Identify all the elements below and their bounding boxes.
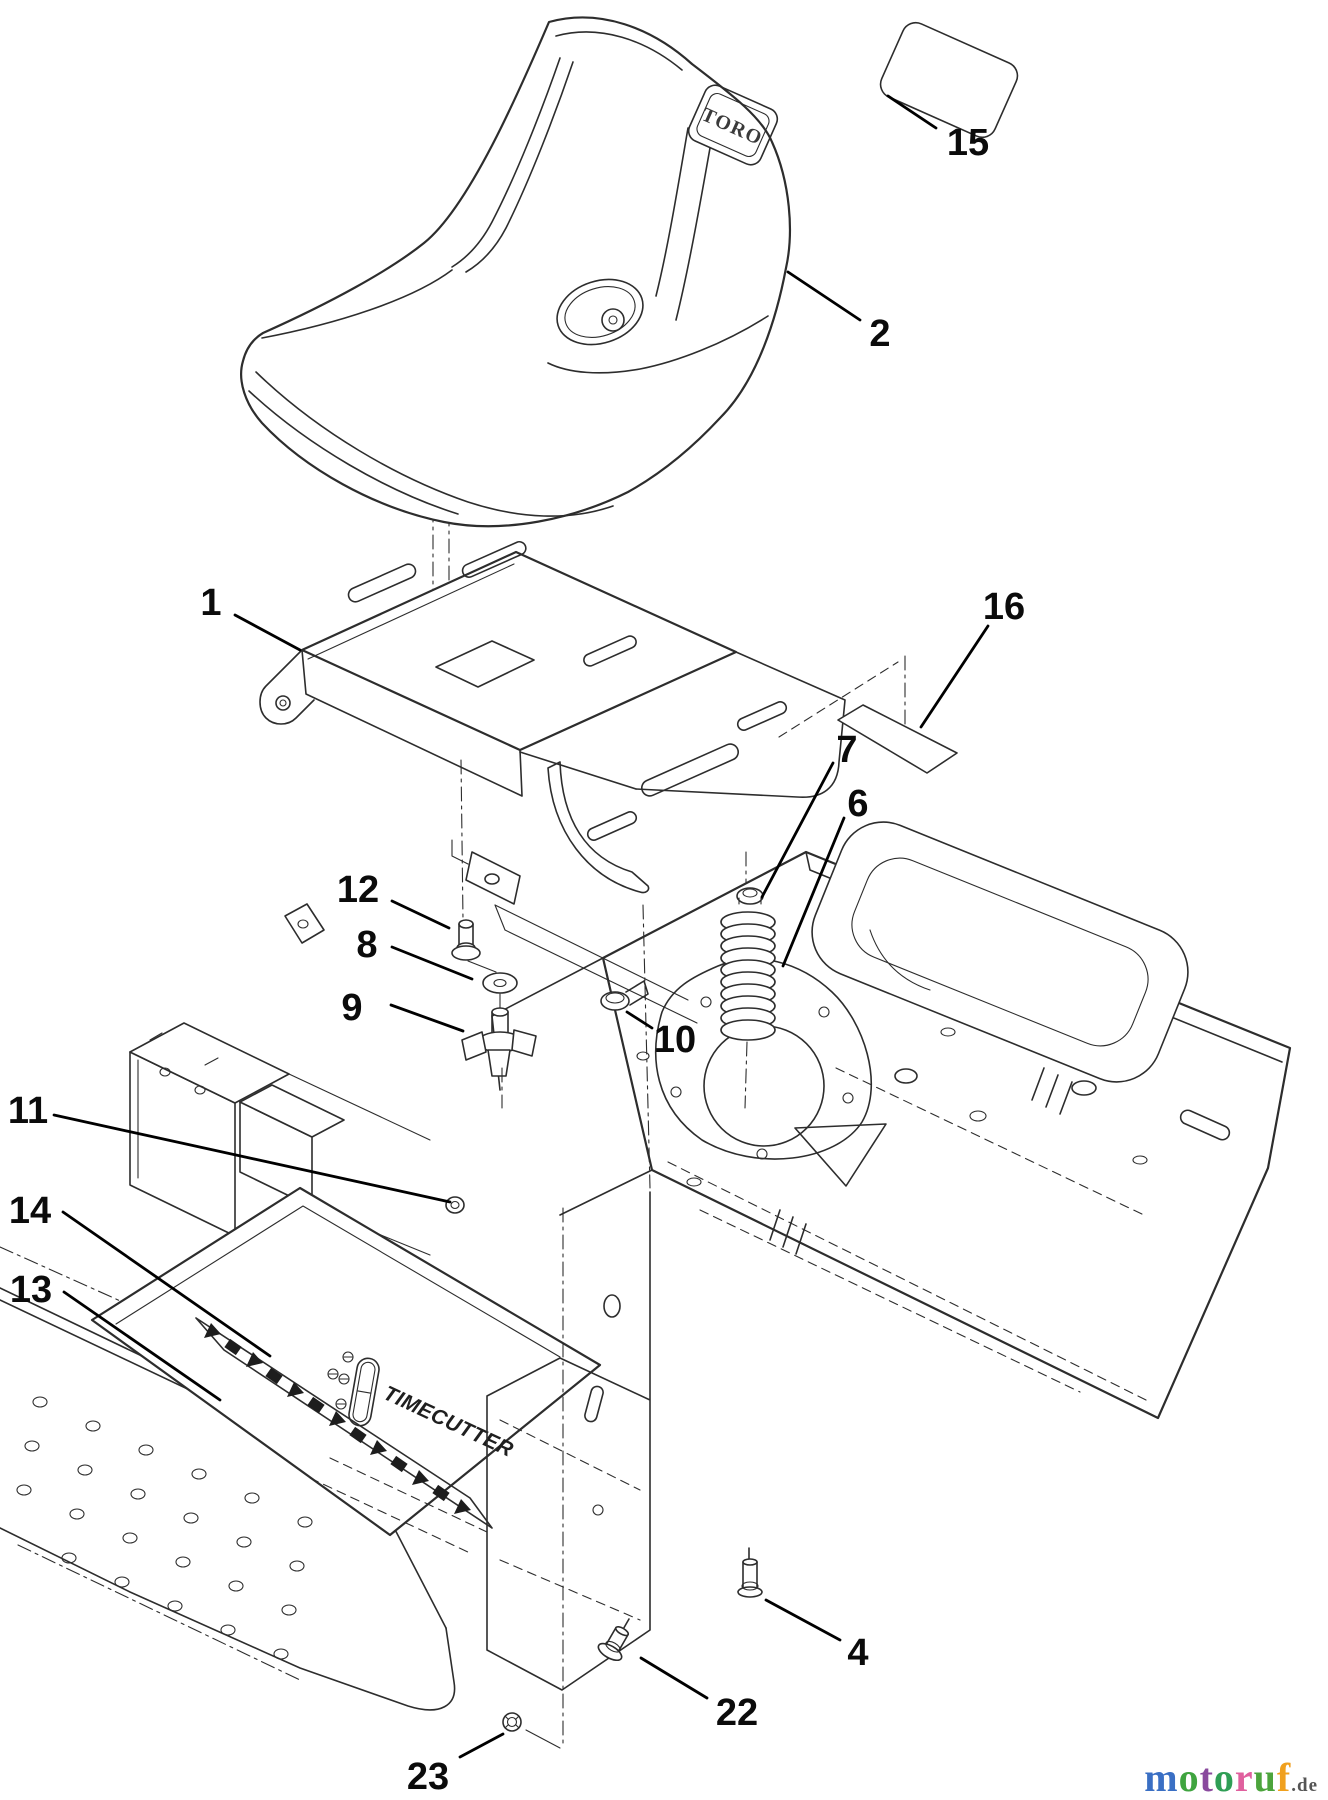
mount-hardware xyxy=(451,919,537,1109)
part-label-15: 15 xyxy=(947,122,989,164)
watermark[interactable]: motoruf.de xyxy=(1144,1758,1318,1798)
panel-screws xyxy=(327,1351,354,1410)
part-label-14: 14 xyxy=(9,1190,51,1232)
part-label-23: 23 xyxy=(407,1756,449,1798)
watermark-letter: o xyxy=(1213,1755,1235,1800)
part-labels: 15 2 1 16 7 6 12 8 9 10 11 14 13 4 22 23 xyxy=(8,122,1025,1798)
keypad-decal xyxy=(195,1317,493,1529)
spring-and-nut xyxy=(720,887,776,1109)
watermark-letter: o xyxy=(1178,1755,1200,1800)
flange-nut-11 xyxy=(445,1196,465,1214)
instruction-decal-16 xyxy=(837,704,958,774)
part-label-10: 10 xyxy=(654,1019,696,1061)
seat-decal-15 xyxy=(879,21,1019,139)
part-label-16: 16 xyxy=(983,586,1025,628)
part-label-8: 8 xyxy=(356,924,377,966)
carriage-bolt-10 xyxy=(600,980,649,1011)
ignition-keyhole xyxy=(348,1357,380,1427)
part-label-22: 22 xyxy=(716,1692,758,1734)
lower-bracket xyxy=(309,1191,763,1749)
seat-pivot-grommet xyxy=(556,278,644,346)
flange-bolt-4 xyxy=(737,1547,763,1598)
part-label-11: 11 xyxy=(8,1090,48,1132)
seat-plate xyxy=(259,540,846,905)
part-label-7: 7 xyxy=(836,729,857,771)
part-label-9: 9 xyxy=(341,987,362,1029)
watermark-letter: t xyxy=(1199,1755,1214,1800)
watermark-letter: u xyxy=(1253,1755,1277,1800)
watermark-letters: motoruf xyxy=(1144,1755,1291,1800)
watermark-letter: m xyxy=(1144,1755,1179,1800)
part-label-2: 2 xyxy=(869,313,890,355)
flange-nut-23 xyxy=(502,1712,522,1732)
part-label-4: 4 xyxy=(847,1632,868,1674)
traction-dots xyxy=(16,1396,313,1660)
watermark-letter: f xyxy=(1276,1755,1292,1800)
watermark-letter: r xyxy=(1234,1755,1254,1800)
adjust-knob xyxy=(461,1007,537,1077)
watermark-suffix: .de xyxy=(1291,1775,1318,1796)
part-label-13: 13 xyxy=(10,1269,52,1311)
control-panel: TIMECUTTER xyxy=(90,1186,602,1537)
part-label-6: 6 xyxy=(847,783,868,825)
flange-bolt-22 xyxy=(597,1618,630,1662)
leader-lines xyxy=(52,94,990,1759)
seat-part: TORO xyxy=(240,16,792,528)
part-label-12: 12 xyxy=(337,869,379,911)
part-label-1: 1 xyxy=(200,582,221,624)
frame-weldment xyxy=(491,821,1292,1420)
